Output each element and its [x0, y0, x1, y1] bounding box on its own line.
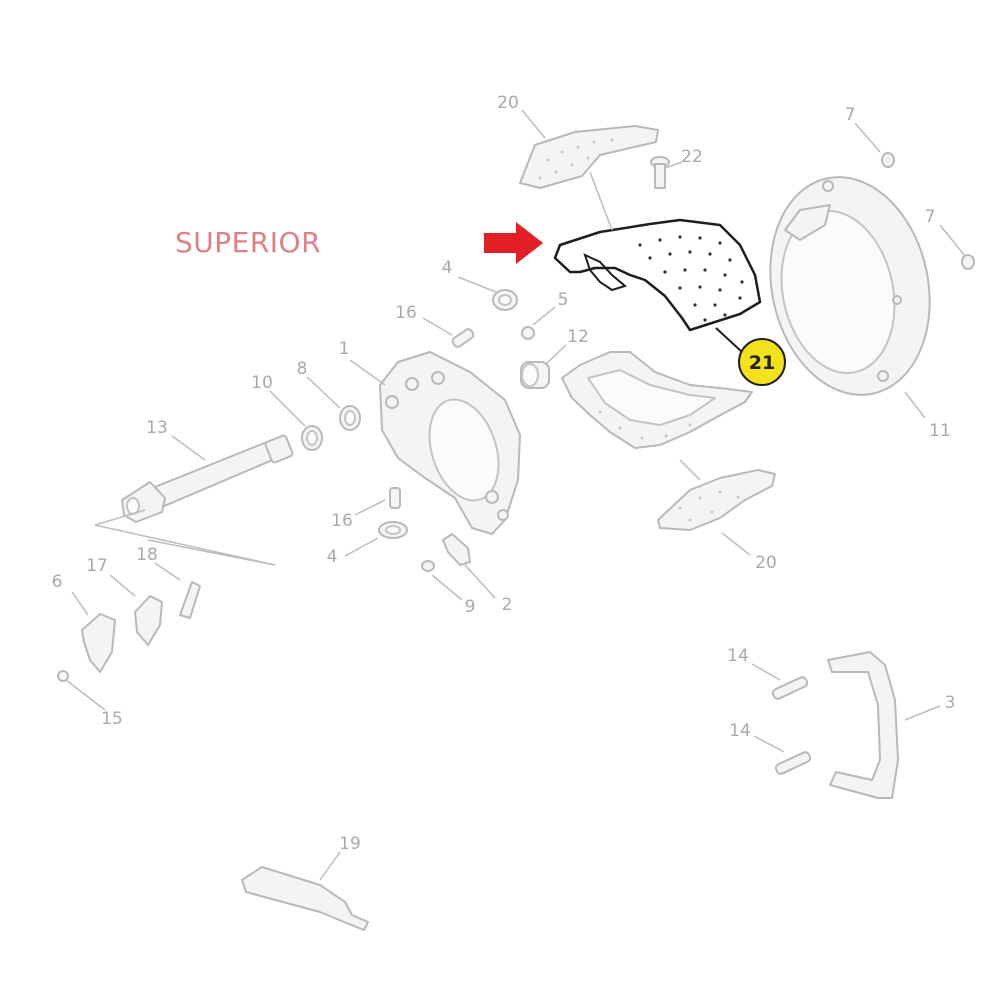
callout-20-lower: 20 — [755, 553, 777, 573]
part-13-camshaft — [121, 434, 294, 523]
part-20-upper-lining — [519, 125, 659, 189]
part-22-bolt — [650, 156, 670, 189]
part-21-brake-lining-highlighted — [553, 218, 762, 332]
part-7-screw-lower — [961, 254, 975, 270]
part-5-grease-nipple — [521, 326, 535, 340]
callout-14-lower: 14 — [729, 721, 751, 741]
callout-numbers: 20 22 7 7 4 5 16 12 1 10 8 13 11 20 16 4… — [52, 93, 956, 854]
part-2-bracket — [442, 533, 471, 566]
part-4-bushing — [492, 289, 518, 311]
callout-22: 22 — [681, 147, 703, 167]
highlight-callout-badge — [738, 338, 786, 386]
part-16-pin-lower — [389, 487, 401, 509]
part-12-shoe-lower — [561, 351, 753, 449]
highlight-leader-line — [715, 327, 743, 353]
callout-13: 13 — [146, 418, 168, 438]
callout-1: 1 — [339, 339, 350, 359]
orientation-label: SUPERIOR — [175, 226, 321, 259]
callout-5: 5 — [558, 290, 569, 310]
part-18-clip — [179, 581, 201, 619]
part-11-dust-shield — [769, 176, 931, 396]
callout-17: 17 — [86, 556, 108, 576]
part-20-lower-lining — [657, 469, 776, 531]
callout-7-lower: 7 — [925, 207, 936, 227]
part-10-ring — [301, 425, 323, 451]
callout-18: 18 — [136, 545, 158, 565]
callout-20-upper: 20 — [497, 93, 519, 113]
callout-10: 10 — [251, 373, 273, 393]
part-3-return-spring — [827, 651, 899, 799]
callout-14-upper: 14 — [727, 646, 749, 666]
callout-12-roller: 12 — [567, 327, 589, 347]
red-arrow-icon — [484, 222, 543, 264]
callout-4-lower: 4 — [327, 547, 338, 567]
callout-19: 19 — [339, 834, 361, 854]
part-15-screw — [57, 670, 69, 682]
part-1-spider-bracket — [379, 351, 521, 535]
part-17-plate — [134, 595, 163, 646]
part-19-grease-tube — [241, 866, 369, 931]
leader-lines — [65, 109, 966, 881]
callout-6: 6 — [52, 572, 63, 592]
callout-7-upper: 7 — [845, 105, 856, 125]
callout-16-lower: 16 — [331, 511, 353, 531]
callout-3: 3 — [945, 693, 956, 713]
part-9-screw — [421, 560, 435, 572]
callout-2: 2 — [502, 595, 513, 615]
callout-11: 11 — [929, 421, 951, 441]
callout-8: 8 — [297, 359, 308, 379]
part-7-screw-upper — [881, 152, 895, 168]
part-4-bushing-lower — [378, 521, 408, 539]
callout-15: 15 — [101, 709, 123, 729]
part-8-seal — [339, 405, 361, 431]
part-16-pin-upper — [451, 328, 475, 348]
part-6-adjuster — [81, 613, 116, 673]
callout-16-upper: 16 — [395, 303, 417, 323]
part-14-rivet-lower — [774, 751, 812, 775]
callout-4-upper: 4 — [442, 258, 453, 278]
part-14-rivet-upper — [771, 676, 809, 700]
part-12-roller — [520, 361, 550, 389]
highlight-callout-label: 21 — [749, 352, 775, 374]
callout-9: 9 — [465, 597, 476, 617]
